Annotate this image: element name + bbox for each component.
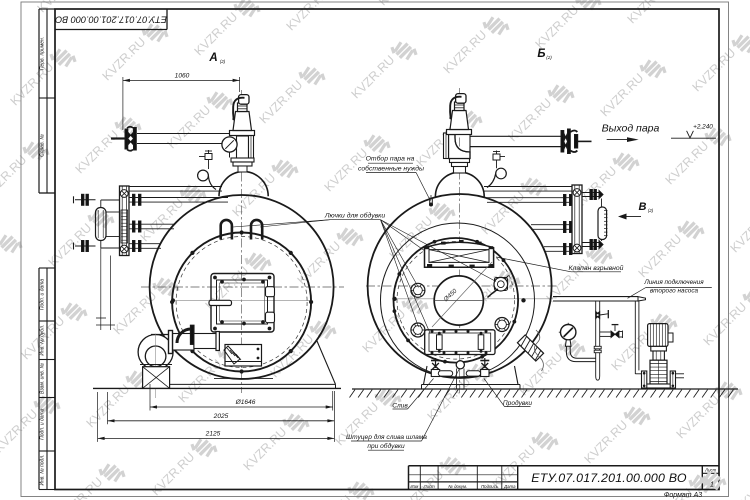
svg-text:Продувки: Продувки bbox=[503, 399, 533, 407]
svg-text:+2,240: +2,240 bbox=[693, 124, 713, 131]
svg-text:№ докум.: № докум. bbox=[448, 484, 467, 489]
svg-text:В: В bbox=[639, 201, 647, 213]
svg-text:2025: 2025 bbox=[213, 413, 229, 420]
svg-text:Ø1646: Ø1646 bbox=[235, 399, 256, 406]
svg-text:Клапан взрывной: Клапан взрывной bbox=[569, 264, 624, 272]
svg-text:Формат А3: Формат А3 bbox=[664, 492, 702, 499]
svg-text:Подп. и дата: Подп. и дата bbox=[40, 279, 46, 311]
svg-text:ЕТУ.07.017.201.00.000 ВО: ЕТУ.07.017.201.00.000 ВО bbox=[531, 471, 687, 485]
svg-text:Инв. № дубл.: Инв. № дубл. bbox=[40, 325, 46, 356]
svg-text:Дата: Дата bbox=[503, 484, 516, 489]
svg-text:Взам. инв. №: Взам. инв. № bbox=[40, 362, 46, 394]
svg-text:Выход пара: Выход пара bbox=[602, 123, 660, 135]
svg-text:1060: 1060 bbox=[175, 73, 190, 80]
svg-text:Инв. № подл.: Инв. № подл. bbox=[40, 454, 46, 485]
svg-text:Подпись: Подпись bbox=[481, 484, 499, 489]
svg-text:Штуцер для слива шлама: Штуцер для слива шлама bbox=[346, 433, 427, 441]
svg-text:Перв. примен.: Перв. примен. bbox=[40, 37, 46, 70]
svg-text:(2): (2) bbox=[648, 208, 654, 213]
svg-text:при обдувки: при обдувки bbox=[367, 442, 405, 450]
svg-text:Линия подключения: Линия подключения bbox=[643, 278, 704, 286]
svg-text:Изм: Изм bbox=[410, 484, 418, 489]
svg-text:ЕТУ.07.017.201.00.000 ВО: ЕТУ.07.017.201.00.000 ВО bbox=[55, 15, 167, 25]
svg-text:второго насоса: второго насоса bbox=[650, 287, 699, 294]
svg-text:2125: 2125 bbox=[205, 430, 221, 437]
svg-text:(2): (2) bbox=[220, 59, 226, 64]
svg-text:(2): (2) bbox=[546, 55, 552, 60]
svg-text:Б: Б bbox=[537, 48, 545, 60]
svg-text:Лючки для обдувки: Лючки для обдувки bbox=[324, 211, 385, 219]
svg-text:Отбор пара на: Отбор пара на bbox=[366, 155, 415, 163]
svg-text:Лист: Лист bbox=[423, 484, 435, 489]
svg-text:1: 1 bbox=[710, 482, 714, 489]
svg-text:собственные нужды: собственные нужды bbox=[358, 165, 424, 173]
svg-text:А: А bbox=[208, 52, 217, 64]
svg-text:Лист: Лист bbox=[704, 468, 716, 473]
svg-text:Справ. №: Справ. № bbox=[40, 134, 46, 157]
svg-text:Слив: Слив bbox=[392, 402, 408, 409]
svg-text:Подп. и дата: Подп. и дата bbox=[40, 408, 46, 440]
